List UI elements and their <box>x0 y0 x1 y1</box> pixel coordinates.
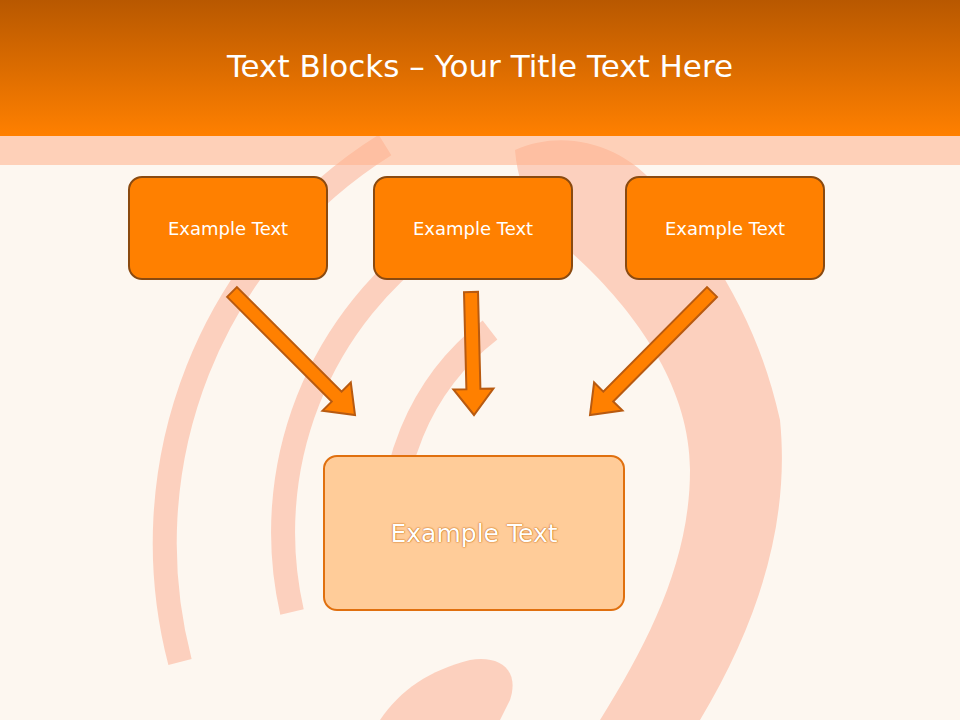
block-arrow <box>590 287 717 415</box>
header-underband <box>0 136 960 165</box>
block-text: Example Text <box>413 218 533 239</box>
text-block: Example Text <box>323 455 625 611</box>
phone-handset-lower <box>380 659 513 720</box>
block-arrow <box>453 292 493 415</box>
slide-title: Text Blocks – Your Title Text Here <box>0 48 960 84</box>
block-text: Example Text <box>665 218 785 239</box>
header-band <box>0 0 960 136</box>
block-text: Example Text <box>168 218 288 239</box>
block-arrow <box>227 287 355 415</box>
text-block: Example Text <box>128 176 328 280</box>
block-text: Example Text <box>391 519 558 548</box>
text-block: Example Text <box>625 176 825 280</box>
text-block: Example Text <box>373 176 573 280</box>
